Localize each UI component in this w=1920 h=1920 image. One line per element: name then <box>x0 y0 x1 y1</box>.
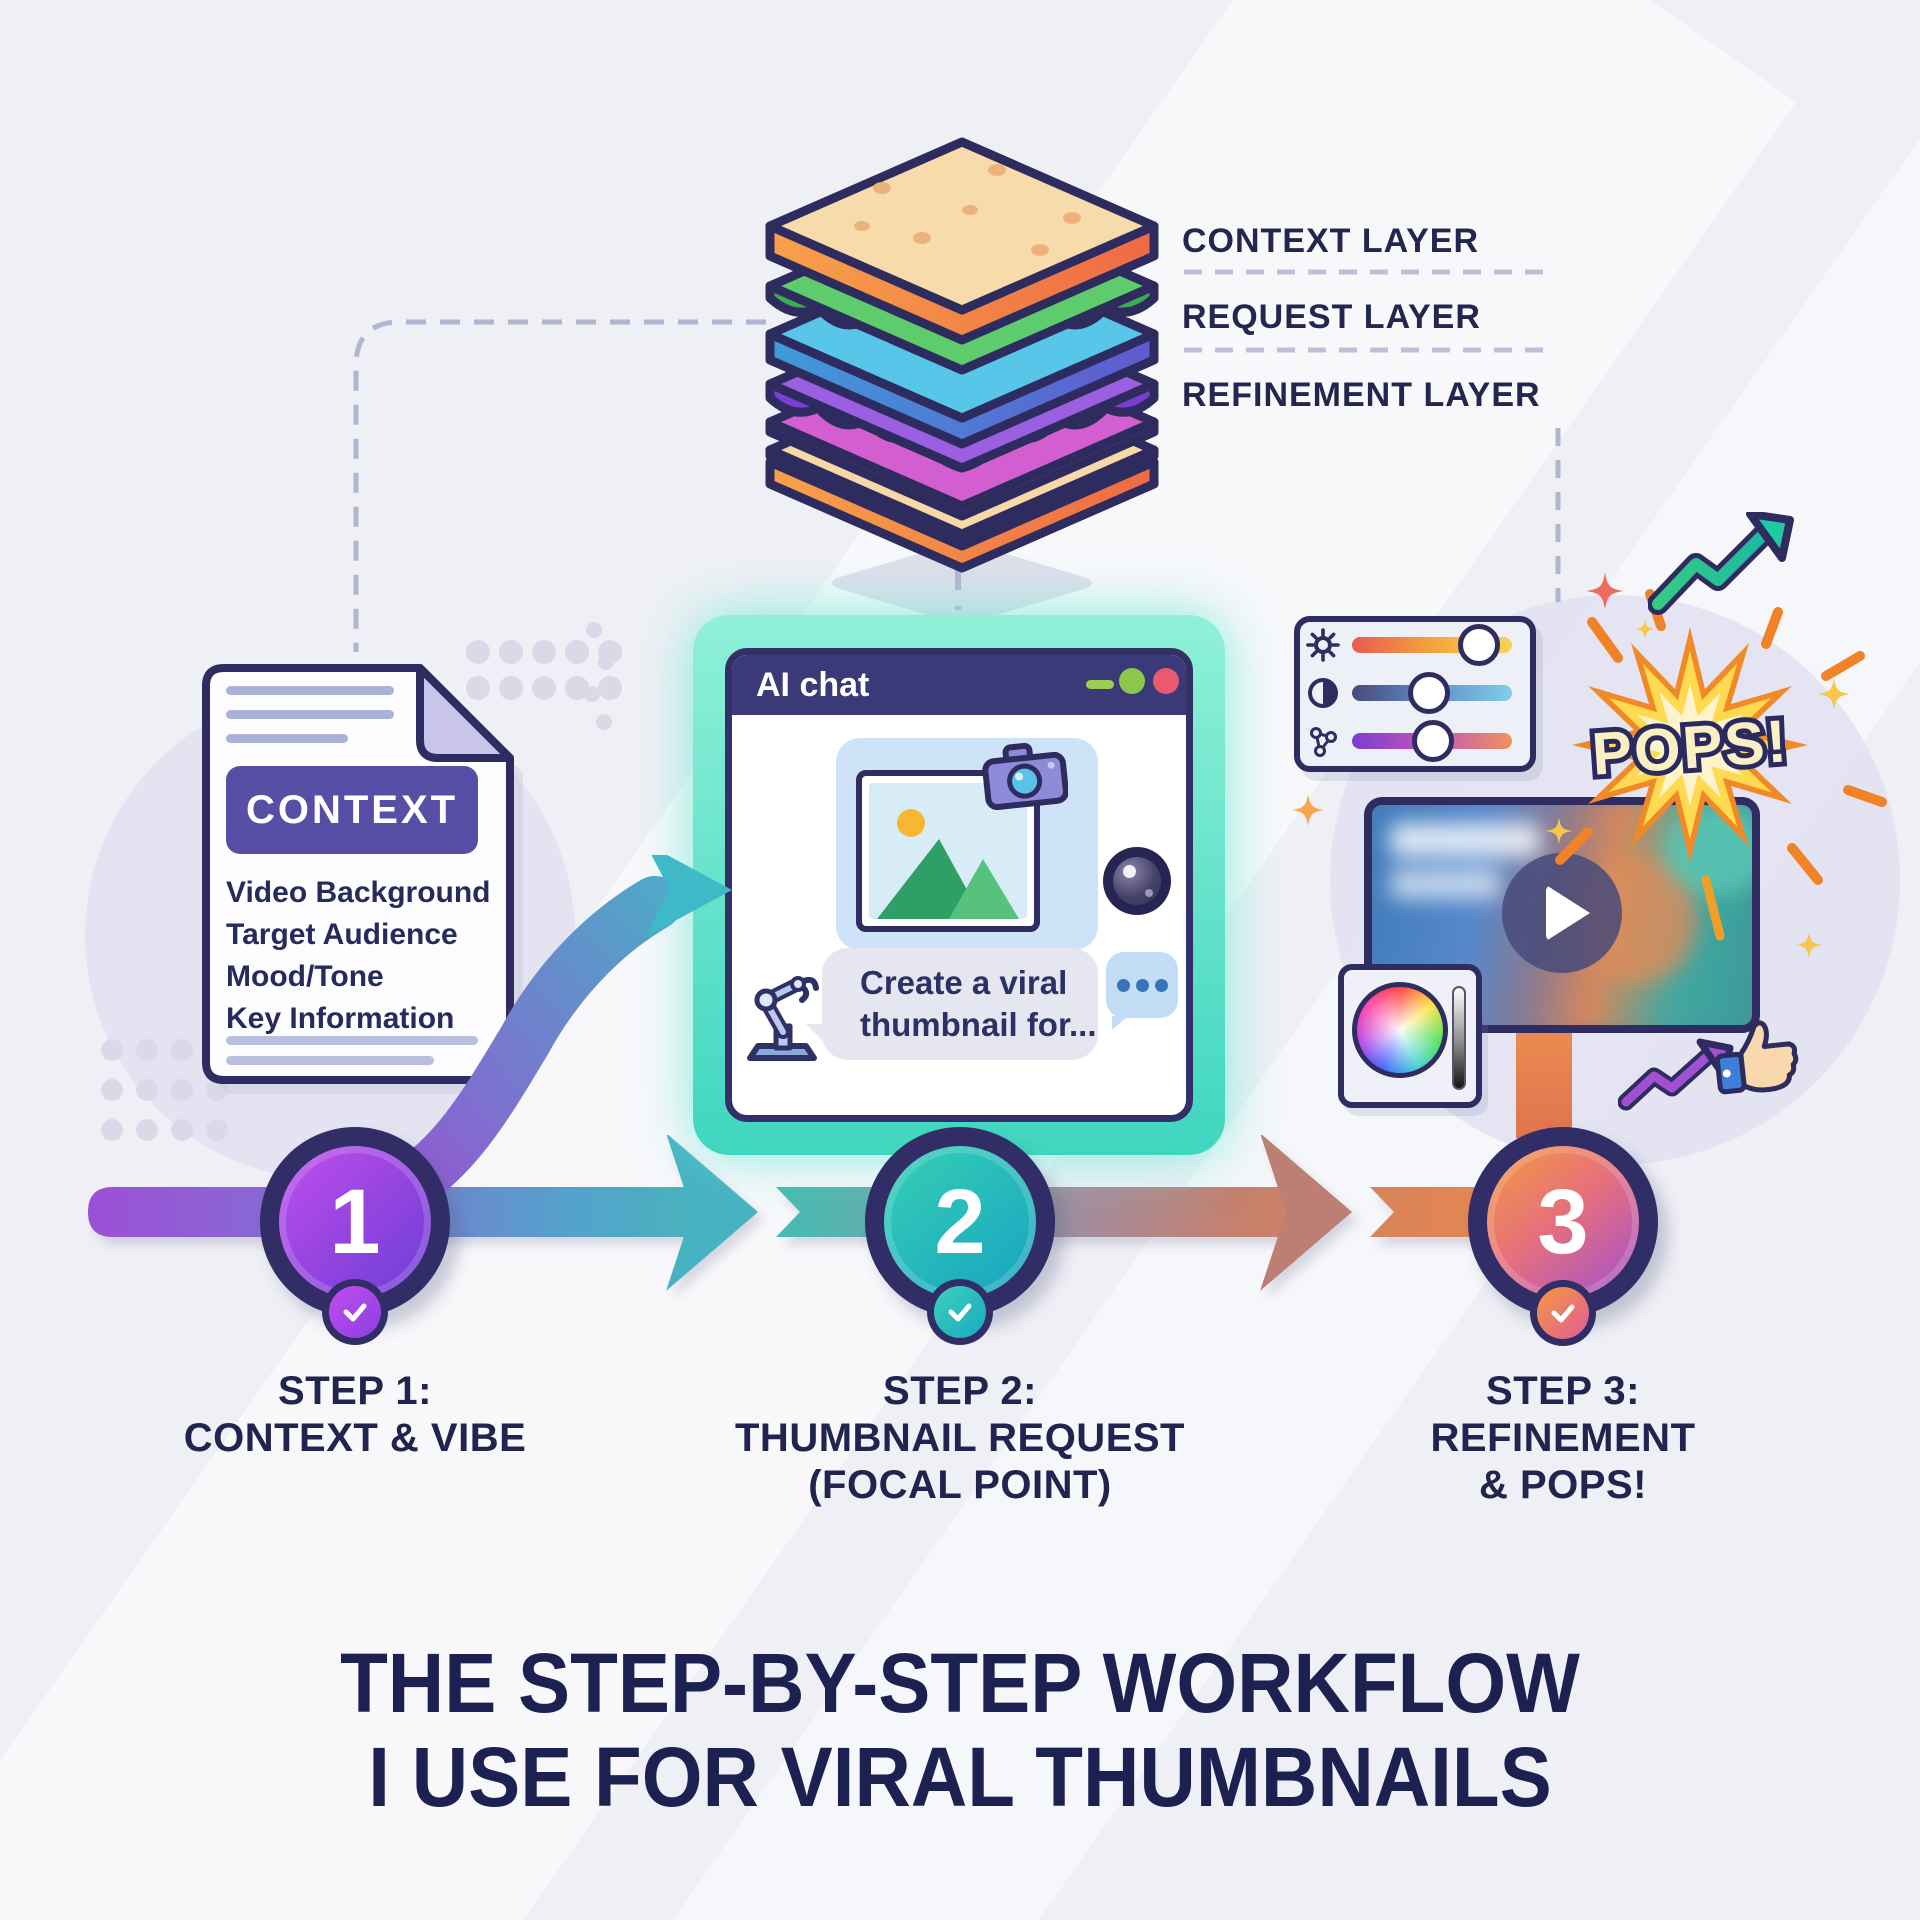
step-2-label: STEP 2: THUMBNAIL REQUEST (FOCAL POINT) <box>660 1368 1260 1509</box>
context-badge: CONTEXT <box>226 766 478 854</box>
trend-up-icon <box>1648 512 1794 615</box>
lens-highlight <box>1123 865 1136 878</box>
window-minimize-icon[interactable] <box>1086 680 1114 689</box>
curved-arrowhead <box>645 855 732 937</box>
request-layer-label: REQUEST LAYER <box>1182 298 1481 336</box>
color-wheel[interactable] <box>1352 982 1448 1078</box>
dashed-connector-left <box>353 319 766 652</box>
brightness-slider-knob[interactable] <box>1458 624 1500 666</box>
step-subtitle: REFINEMENT <box>1430 1416 1696 1460</box>
sparkle-icon <box>1818 678 1850 710</box>
timeline-arrowhead-2 <box>1260 1135 1352 1291</box>
step-title: STEP 2: <box>883 1369 1037 1413</box>
check-icon <box>343 1303 367 1322</box>
step-subtitle: THUMBNAIL REQUEST <box>735 1416 1185 1460</box>
sparkle-icon <box>1292 794 1324 826</box>
bottom-crust <box>765 457 1159 573</box>
pops-text: POPS! <box>1590 707 1791 788</box>
chat-message-bubble: Create a viral thumbnail for... <box>806 948 1098 1060</box>
infographic-title: THE STEP-BY-STEP WORKFLOW I USE FOR VIRA… <box>216 1636 1704 1824</box>
step-title: STEP 3: <box>1486 1369 1640 1413</box>
sun-icon <box>897 809 925 837</box>
dot-trail <box>584 622 614 730</box>
sparkle-icon <box>1586 572 1624 610</box>
check-icon <box>1551 1304 1575 1323</box>
chat-title: AI chat <box>756 666 870 704</box>
top-bread <box>765 137 1159 315</box>
starburst-ray <box>1701 875 1725 941</box>
landscape-image-icon <box>869 783 1027 919</box>
thumbs-up-icon <box>1714 1020 1799 1095</box>
typing-dot <box>1154 978 1168 992</box>
context-layer-label: CONTEXT LAYER <box>1182 222 1480 260</box>
timeline-arrowhead-1 <box>666 1135 758 1291</box>
mountain-icon <box>877 839 983 919</box>
contrast-slider-knob[interactable] <box>1408 672 1450 714</box>
typing-indicator-bubble <box>1106 952 1178 1030</box>
sandwich-icon <box>765 137 1159 573</box>
step-title: STEP 1: <box>278 1369 432 1413</box>
lens-glass <box>1113 857 1161 905</box>
step-3-check-badge <box>1530 1280 1596 1346</box>
bread-crumbs <box>854 164 1081 256</box>
typing-dot <box>1116 978 1130 992</box>
camera-lens-icon <box>1103 847 1171 915</box>
step-subtitle: CONTEXT & VIBE <box>183 1416 527 1460</box>
step-number: 1 <box>279 1146 431 1298</box>
mountain-icon <box>949 859 1019 919</box>
step-number: 3 <box>1487 1146 1639 1298</box>
refinement-layer-label: REFINEMENT LAYER <box>1182 376 1541 414</box>
step-1-check-badge <box>322 1279 388 1345</box>
check-icon <box>948 1303 972 1322</box>
color-value-slider[interactable] <box>1452 986 1466 1090</box>
sparkle-icon <box>1795 931 1823 959</box>
contrast-icon <box>1308 678 1338 708</box>
saturation-nodes-icon <box>1310 727 1337 757</box>
document-fold-corner <box>416 664 514 762</box>
lens-reflection <box>1145 889 1153 897</box>
step-number: 2 <box>884 1146 1036 1298</box>
camera-icon <box>982 742 1068 810</box>
saturation-slider-knob[interactable] <box>1412 720 1454 762</box>
thumbnail-stand <box>1516 1026 1572 1138</box>
typing-dot <box>1135 978 1149 992</box>
step-subtitle: (FOCAL POINT) <box>808 1463 1112 1507</box>
pops-starburst: POPS! <box>1555 589 1887 941</box>
brightness-icon <box>1306 628 1340 662</box>
window-close-icon[interactable] <box>1153 668 1179 694</box>
step-subtitle: & POPS! <box>1479 1463 1647 1507</box>
sparkle-icon <box>1635 619 1655 639</box>
step-3-label: STEP 3: REFINEMENT & POPS! <box>1263 1368 1863 1509</box>
chat-message-line: Create a viral <box>860 964 1068 1001</box>
step-2-check-badge <box>927 1279 993 1345</box>
window-maximize-icon[interactable] <box>1119 668 1145 694</box>
title-line-1: THE STEP-BY-STEP WORKFLOW <box>340 1636 1580 1730</box>
title-line-2: I USE FOR VIRAL THUMBNAILS <box>368 1730 1552 1824</box>
step-1-label: STEP 1: CONTEXT & VIBE <box>55 1368 655 1462</box>
chat-message-line: thumbnail for... <box>860 1006 1097 1043</box>
robot-arm-icon <box>747 976 819 1061</box>
